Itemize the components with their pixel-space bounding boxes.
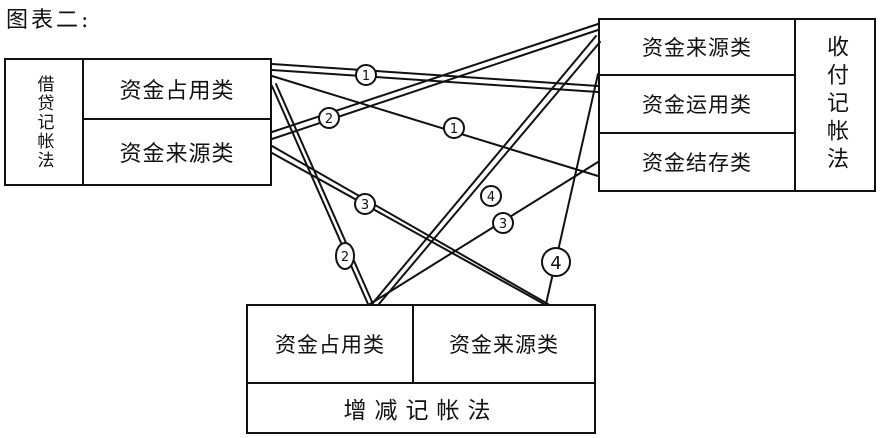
connector-line-4a-b <box>378 41 601 305</box>
connector-line-4a <box>371 35 597 305</box>
left-cell-occupy-label: 资金占用类 <box>119 79 235 104</box>
right-cell-source: 资金来源类 <box>600 20 796 76</box>
right-cell-use: 资金运用类 <box>600 76 796 134</box>
left-method-label-cell: 借贷记帐法 <box>6 60 84 184</box>
marker-1a: 1 <box>355 64 377 86</box>
connector-line-2a <box>271 85 369 305</box>
right-method-label: 收付记帐法 <box>823 35 848 175</box>
marker-1b-label: 1 <box>450 122 458 137</box>
left-method-label: 借贷记帐法 <box>33 74 54 170</box>
right-cell-balance-label: 资金结存类 <box>642 151 752 175</box>
connector-line-3a <box>271 145 549 305</box>
right-cell-source-label: 资金来源类 <box>642 36 752 60</box>
bottom-cell-occupy-label: 资金占用类 <box>275 333 385 357</box>
connector-line-2a-b <box>275 83 374 305</box>
marker-1b: 1 <box>443 117 465 139</box>
marker-4b-label: 4 <box>550 253 561 274</box>
left-cell-source: 资金来源类 <box>84 120 270 184</box>
marker-3b-label: 3 <box>499 217 507 232</box>
left-method-box: 借贷记帐法 资金占用类 资金来源类 <box>4 58 272 186</box>
right-method-label-cell: 收付记帐法 <box>796 20 874 190</box>
connector-line-1a-b <box>271 69 599 93</box>
connector-line-1b <box>271 75 599 177</box>
bottom-method-label: 增减记帐法 <box>343 398 499 424</box>
left-cell-occupy: 资金占用类 <box>84 60 270 120</box>
bottom-cell-source-label: 资金来源类 <box>449 333 559 357</box>
bottom-cell-source: 资金来源类 <box>414 306 594 384</box>
left-cell-source-label: 资金来源类 <box>119 142 235 167</box>
right-cell-balance: 资金结存类 <box>600 134 796 190</box>
marker-3a-label: 3 <box>361 198 369 213</box>
bottom-cell-occupy: 资金占用类 <box>248 306 414 384</box>
marker-2a: 2 <box>335 242 355 270</box>
marker-2a-label: 2 <box>341 250 349 265</box>
marker-3b: 3 <box>492 212 514 234</box>
marker-2b-label: 2 <box>325 112 333 127</box>
connector-line-1a <box>271 63 599 87</box>
marker-4b: 4 <box>541 247 571 277</box>
right-cell-use-label: 资金运用类 <box>642 93 752 117</box>
bottom-method-label-cell: 增减记帐法 <box>248 384 594 432</box>
marker-2b: 2 <box>318 107 340 129</box>
marker-1a-label: 1 <box>362 69 370 84</box>
marker-3a: 3 <box>354 193 376 215</box>
marker-4a-label: 4 <box>487 190 495 205</box>
page-title: 图表二: <box>6 8 92 33</box>
marker-4a: 4 <box>480 185 502 207</box>
connector-line-3b <box>369 161 599 305</box>
right-method-box: 资金来源类 资金运用类 资金结存类 收付记帐法 <box>598 18 876 192</box>
connector-line-3a-b <box>271 152 545 305</box>
bottom-method-box: 资金占用类 资金来源类 增减记帐法 <box>246 304 596 434</box>
